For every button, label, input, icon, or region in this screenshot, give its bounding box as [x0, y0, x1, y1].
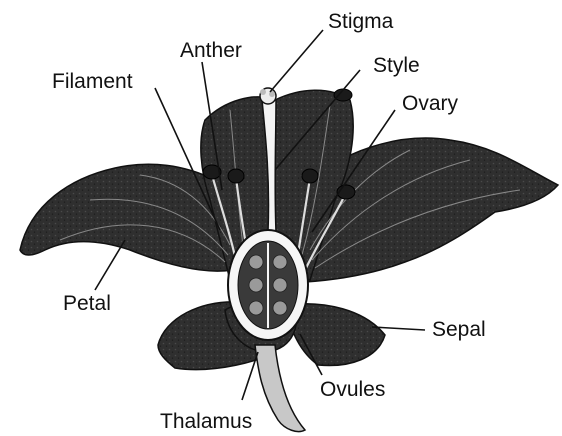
label-ovary: Ovary	[402, 92, 459, 115]
label-petal: Petal	[63, 292, 111, 315]
label-style: Style	[373, 54, 420, 77]
label-ovules: Ovules	[320, 378, 385, 401]
label-thalamus: Thalamus	[160, 410, 252, 433]
label-stigma: Stigma	[328, 10, 394, 33]
thalamus-stalk	[255, 345, 305, 432]
label-sepal: Sepal	[432, 318, 486, 341]
label-filament: Filament	[52, 70, 133, 93]
label-anther: Anther	[180, 39, 242, 62]
left-petal	[20, 164, 232, 271]
